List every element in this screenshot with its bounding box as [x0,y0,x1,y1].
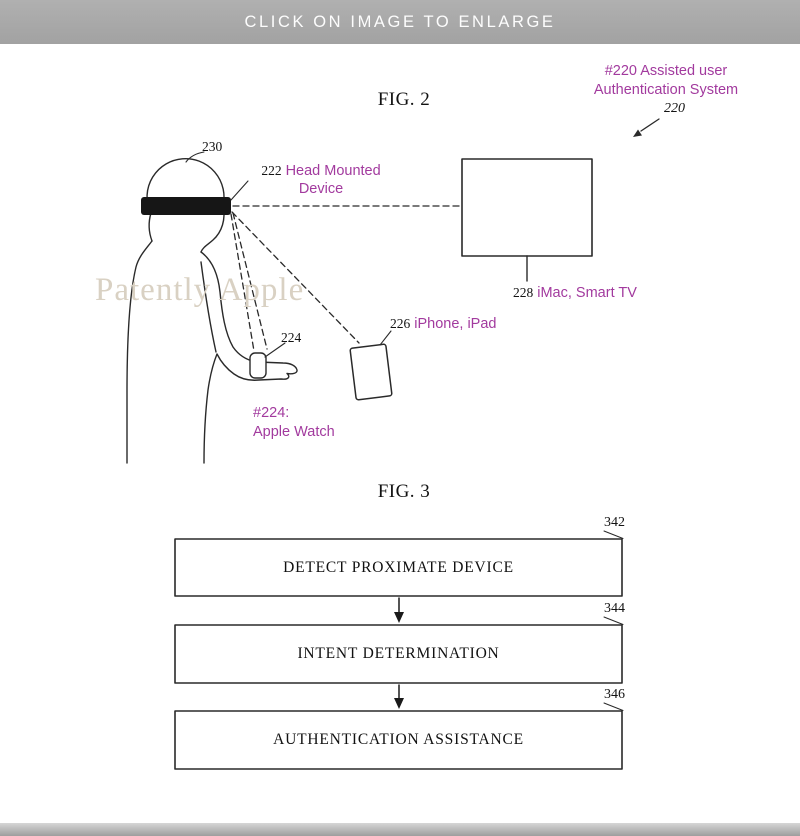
ref-220: 220 [664,101,685,116]
apple-watch-label-line2: Apple Watch [253,424,335,440]
flow-step-2-label: INTENT DETERMINATION [297,645,500,662]
ref-228: 228 [513,285,534,300]
flow-ref-ticks [603,530,624,711]
fig2-title: FIG. 2 [377,89,431,110]
flow-arrow-1 [394,597,404,623]
fig3-title: FIG. 3 [377,481,431,502]
system-label-line1: #220 Assisted user [604,63,728,79]
apple-watch-label-line1: #224: [253,405,290,421]
flowchart [174,538,623,770]
iphone-ipad [349,343,393,401]
enlarge-banner-text: CLICK ON IMAGE TO ENLARGE [244,12,556,31]
flow-box-2 [174,624,623,684]
ref-346: 346 [604,687,625,702]
ref-224: 224 [281,330,302,345]
imac-label-text: iMac, Smart TV [537,285,637,301]
system-label-line2: Authentication System [593,82,739,98]
flow-step-1-label: DETECT PROXIMATE DEVICE [283,558,514,576]
arrow-down-left-icon [633,118,660,137]
system-label: #220 Assisted user Authentication System [550,62,782,100]
apple-watch [249,352,267,379]
apple-watch-label: #224: Apple Watch [253,404,335,442]
flow-step-3-label: AUTHENTICATION ASSISTANCE [273,731,524,748]
ref-344: 344 [604,601,625,616]
enlarge-banner: CLICK ON IMAGE TO ENLARGE [0,0,800,44]
ref-342: 342 [604,515,625,530]
flow-box-1 [174,538,623,597]
leader-lines [185,151,392,358]
person-figure [126,157,298,464]
iphone-label-text: iPhone, iPad [414,316,497,332]
bottom-gray-strip [0,823,800,836]
ref-226: 226 [390,316,411,331]
ref-230: 230 [202,139,223,154]
imac-smart-tv [461,158,593,257]
hmd-label-text: Head Mounted Device [285,163,381,197]
watermark: Patently Apple [95,272,305,308]
ref-222: 222 [261,163,282,178]
head-mounted-device [141,197,231,215]
flow-arrow-2 [394,684,404,709]
flow-box-3 [174,710,623,770]
